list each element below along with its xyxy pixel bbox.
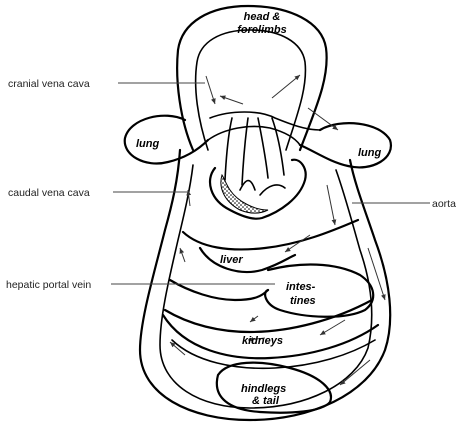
intestines-label: tines — [290, 295, 316, 307]
lung-label-right: lung — [358, 147, 381, 159]
flow-arrow — [319, 319, 346, 336]
kidneys-label: kidneys — [242, 335, 283, 347]
kidneys-band — [161, 313, 380, 370]
hindlegs-tail-label: hindlegs — [241, 383, 286, 395]
head-forelimbs-label: head & — [244, 11, 281, 23]
head-forelimbs-label: forelimbs — [237, 24, 287, 36]
flow-arrow — [249, 315, 259, 323]
flow-arrow — [179, 247, 186, 263]
hindlegs-band — [215, 361, 333, 414]
heart — [208, 158, 307, 220]
cranial-vena-cava-label: cranial vena cava — [8, 78, 90, 90]
head-forelimbs-loop — [176, 4, 328, 152]
flow-arrow — [271, 74, 301, 99]
hindlegs-tail-label: & tail — [252, 395, 280, 407]
flow-arrow — [247, 336, 266, 342]
hepatic-portal-vein-label: hepatic portal vein — [6, 279, 91, 291]
body-outline — [138, 148, 392, 422]
blood-flow-arrows — [169, 74, 386, 386]
intestines-band — [163, 263, 375, 334]
aorta-label: aorta — [432, 198, 456, 210]
flow-arrow — [326, 184, 337, 226]
flow-arrow — [367, 247, 386, 301]
flow-arrow — [284, 234, 311, 253]
lung-label-left: lung — [136, 138, 159, 150]
flow-arrow — [186, 189, 192, 207]
callout-leaders — [111, 82, 430, 285]
caudal-vena-cava-label: caudal vena cava — [8, 187, 90, 199]
lungs — [123, 111, 393, 186]
flow-arrow — [219, 95, 244, 105]
flow-arrow — [307, 107, 339, 131]
intestines-label: intes- — [286, 281, 316, 293]
flow-arrow — [339, 359, 371, 386]
liver-band — [181, 218, 360, 274]
flow-arrow — [205, 75, 216, 105]
liver-label: liver — [220, 254, 243, 266]
flow-arrow — [169, 341, 186, 356]
